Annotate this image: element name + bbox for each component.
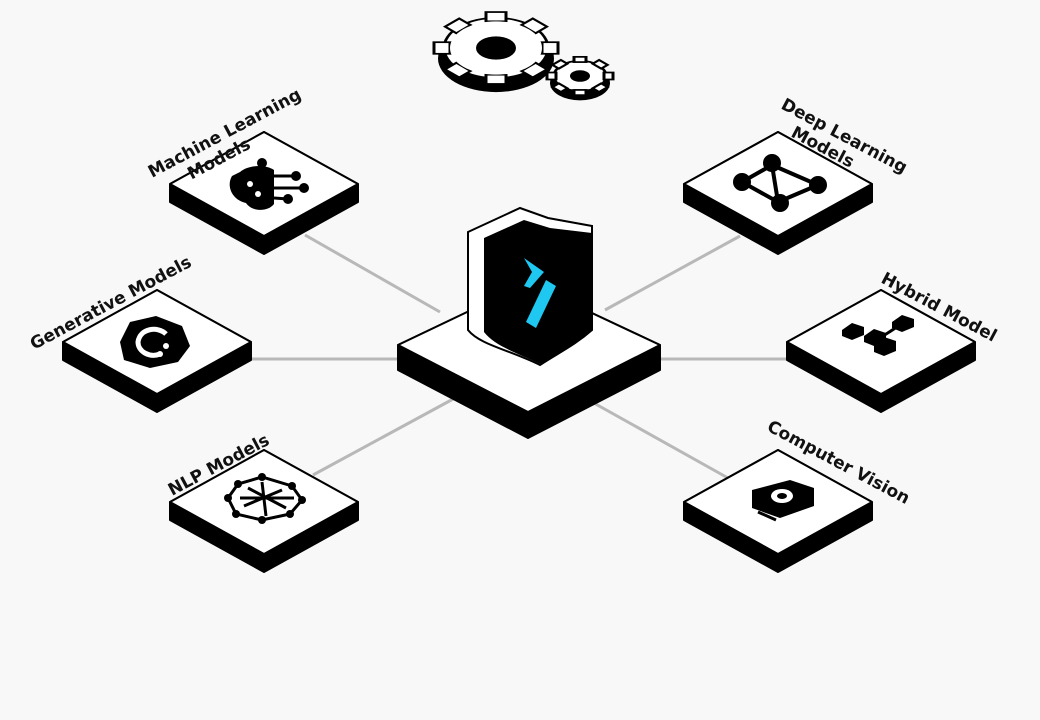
circuit-brain-icon (229, 158, 309, 210)
chevron-logo-icon (524, 258, 556, 328)
generative-hexagon-icon (120, 316, 190, 368)
hybrid-blocks-icon (842, 315, 914, 356)
neural-network-icon (733, 154, 827, 212)
vision-camera-icon (752, 480, 814, 522)
connectors (250, 233, 795, 480)
node-hybrid: Hybrid Model (786, 269, 1000, 413)
connector-nlp (312, 396, 456, 477)
connector-dl (604, 234, 741, 312)
node-cv: Computer Vision (683, 417, 913, 573)
node-nlp: NLP Models (165, 430, 359, 573)
connector-cv (591, 400, 729, 480)
gears-icon (432, 11, 615, 101)
node-dl: Deep Learning Models (683, 95, 910, 255)
node-ml: Machine Learning Models (145, 85, 359, 255)
node-gen: Generative Models (27, 252, 252, 413)
connector-ml (304, 233, 441, 314)
shield-logo (467, 206, 593, 367)
